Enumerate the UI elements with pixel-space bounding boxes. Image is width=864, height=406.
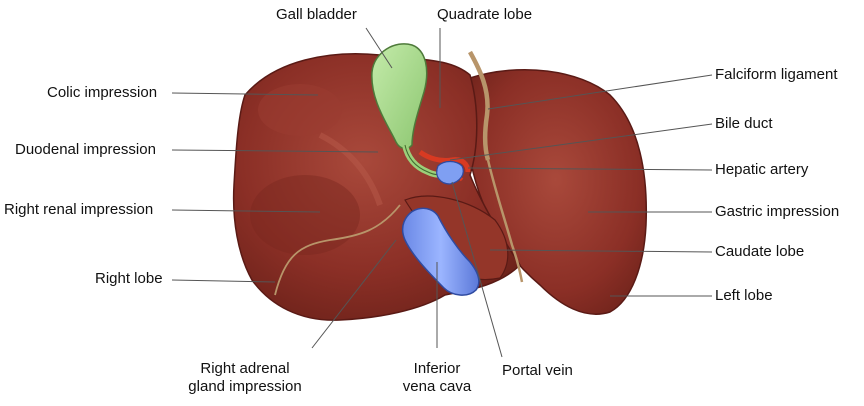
label-caudate-lobe: Caudate lobe [715, 243, 804, 261]
label-duodenal-impression: Duodenal impression [15, 141, 156, 159]
renal-impression-shade [250, 175, 360, 255]
label-left-lobe: Left lobe [715, 287, 773, 305]
label-right-lobe: Right lobe [95, 270, 163, 288]
label-hepatic-artery: Hepatic artery [715, 161, 808, 179]
label-right-adrenal-line2: gland impression [180, 378, 310, 396]
label-quadrate-lobe: Quadrate lobe [437, 6, 532, 24]
label-ivc-line1: Inferior [372, 360, 502, 378]
label-portal-vein: Portal vein [502, 362, 573, 380]
label-falciform-ligament: Falciform ligament [715, 66, 838, 84]
label-ivc-line2: vena cava [372, 378, 502, 396]
colic-impression-shade [258, 84, 342, 136]
label-right-renal-impression: Right renal impression [4, 201, 153, 219]
label-right-adrenal: Right adrenal gland impression [180, 360, 310, 396]
label-gall-bladder: Gall bladder [276, 6, 357, 24]
label-ivc: Inferior vena cava [372, 360, 502, 396]
label-right-adrenal-line1: Right adrenal [180, 360, 310, 378]
label-bile-duct: Bile duct [715, 115, 773, 133]
label-gastric-impression: Gastric impression [715, 203, 839, 221]
label-colic-impression: Colic impression [47, 84, 157, 102]
